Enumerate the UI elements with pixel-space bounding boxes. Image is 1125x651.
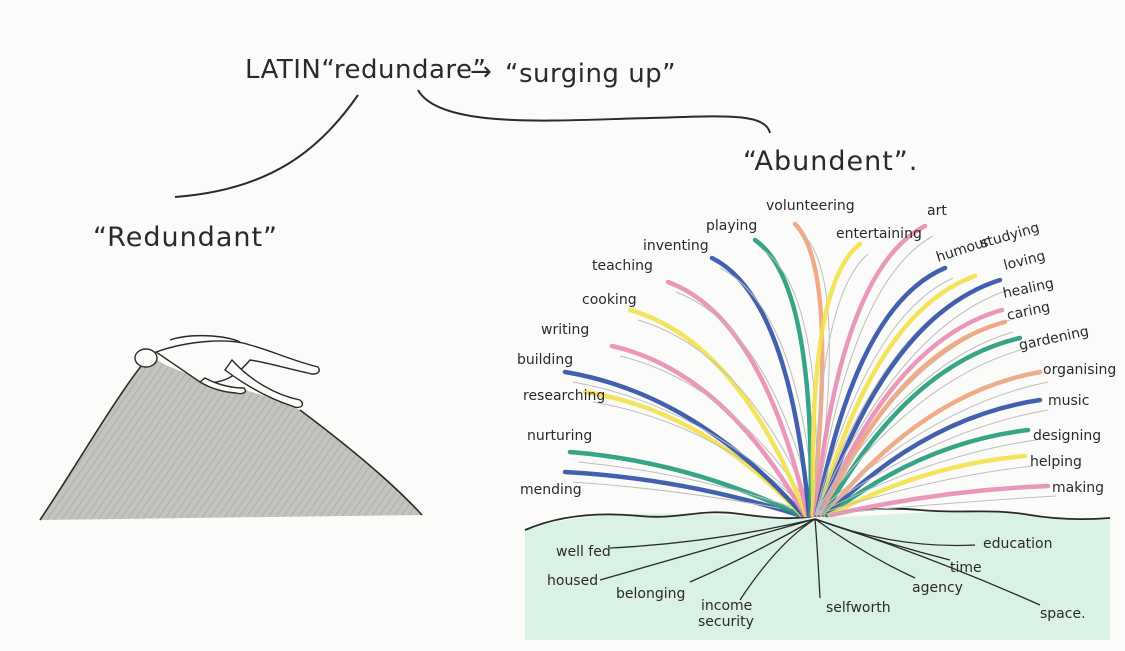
activity-stroke-inventing xyxy=(709,255,812,518)
activity-stroke-making xyxy=(829,483,1051,518)
activity-label-mending: mending xyxy=(520,482,582,498)
connector-to-redundant xyxy=(174,94,359,198)
title: LATIN“redundare” → “surging up” xyxy=(245,55,676,89)
hill-hatching xyxy=(40,355,422,520)
activity-guide-designing xyxy=(814,439,1037,516)
activity-stroke-building xyxy=(562,369,806,518)
activity-stroke-playing xyxy=(752,237,814,518)
activity-label-studying: studying xyxy=(979,220,1042,252)
activity-stroke-designing xyxy=(826,427,1031,518)
activity-stroke-caring xyxy=(820,319,1008,518)
activity-label-helping: helping xyxy=(1030,454,1082,470)
root-line-space- xyxy=(814,518,1041,606)
activity-label-writing: writing xyxy=(541,322,589,338)
figure-body xyxy=(154,340,320,384)
activity-label-caring: caring xyxy=(1006,299,1052,324)
activity-label-healing: healing xyxy=(1002,276,1056,302)
activity-stroke-studying xyxy=(815,273,978,518)
activity-label-inventing: inventing xyxy=(643,238,709,254)
activity-guide-loving xyxy=(814,289,1009,516)
activity-stroke-cooking xyxy=(627,307,809,518)
activity-label-music: music xyxy=(1048,393,1089,409)
activity-stroke-writing xyxy=(609,343,807,518)
figure-head xyxy=(134,348,158,368)
hill-right-edge xyxy=(299,409,423,516)
activity-stroke-entertaining xyxy=(810,241,863,518)
title-latin-word: LATIN“redundare” xyxy=(245,55,487,85)
activity-guide-nurturing xyxy=(577,461,816,516)
root-label-housed: housed xyxy=(547,573,598,589)
activity-stroke-gardening xyxy=(821,335,1023,518)
root-label-agency: agency xyxy=(912,580,963,596)
activity-label-volunteering: volunteering xyxy=(766,198,855,214)
activity-label-gardening: gardening xyxy=(1018,324,1091,354)
activity-guide-art xyxy=(814,235,934,516)
hill-left-edge xyxy=(39,354,151,521)
figure-leg xyxy=(224,358,304,409)
activity-stroke-music xyxy=(824,397,1043,518)
activity-guide-making xyxy=(814,495,1057,516)
root-label-selfworth: selfworth xyxy=(826,600,891,616)
activity-stroke-researching xyxy=(582,389,804,518)
ground xyxy=(524,507,1111,640)
activity-guide-entertaining xyxy=(814,253,869,516)
activity-label-organising: organising xyxy=(1043,362,1116,378)
root-line-income-security xyxy=(739,518,816,601)
activity-stroke-humour xyxy=(814,265,948,518)
root-line-agency xyxy=(814,518,916,579)
activity-label-cooking: cooking xyxy=(582,292,637,308)
root-label-education: education xyxy=(983,536,1052,552)
title-meaning: “surging up” xyxy=(505,59,676,89)
root-line-belonging xyxy=(689,518,816,583)
root-line-well-fed xyxy=(609,518,816,549)
activity-label-loving: loving xyxy=(1002,248,1047,274)
activity-guide-caring xyxy=(814,331,1014,516)
redundant-label: “Redundant” xyxy=(93,222,278,253)
figure-back xyxy=(169,334,241,343)
activity-guide-organising xyxy=(814,381,1049,516)
activity-guide-helping xyxy=(814,465,1034,516)
root-label-belonging: belonging xyxy=(616,586,685,602)
activity-label-teaching: teaching xyxy=(592,258,653,274)
activity-strokes xyxy=(562,221,1057,518)
activity-guide-humour xyxy=(814,277,954,516)
roots xyxy=(599,518,1041,606)
root-line-housed xyxy=(599,518,816,581)
activity-label-nurturing: nurturing xyxy=(527,428,592,444)
activity-label-designing: designing xyxy=(1033,428,1101,444)
root-label-time: time xyxy=(950,560,982,576)
activity-stroke-nurturing xyxy=(567,449,803,518)
activity-stroke-organising xyxy=(823,369,1043,518)
hill-illustration xyxy=(39,334,423,521)
title-arrow: → xyxy=(470,57,492,87)
root-line-selfworth xyxy=(814,518,821,599)
activity-label-building: building xyxy=(517,352,573,368)
abundant-label: “Abundent”. xyxy=(743,146,918,177)
root-label-well-fed: well fed xyxy=(556,544,611,560)
figure-arm xyxy=(198,377,247,395)
activity-label-art: art xyxy=(927,203,947,219)
reclining-figure xyxy=(134,334,320,409)
activity-label-making: making xyxy=(1052,480,1104,496)
activity-label-researching: researching xyxy=(523,388,605,404)
activity-stroke-teaching xyxy=(665,279,810,518)
activity-label-playing: playing xyxy=(706,218,757,234)
connector-to-abundant xyxy=(417,89,771,134)
activity-label-entertaining: entertaining xyxy=(836,226,922,242)
root-label-space-: space. xyxy=(1040,606,1086,622)
activity-stroke-volunteering xyxy=(792,221,825,518)
activity-guide-gardening xyxy=(814,347,1029,516)
activity-guide-music xyxy=(814,409,1049,516)
activity-stroke-art xyxy=(812,223,928,518)
